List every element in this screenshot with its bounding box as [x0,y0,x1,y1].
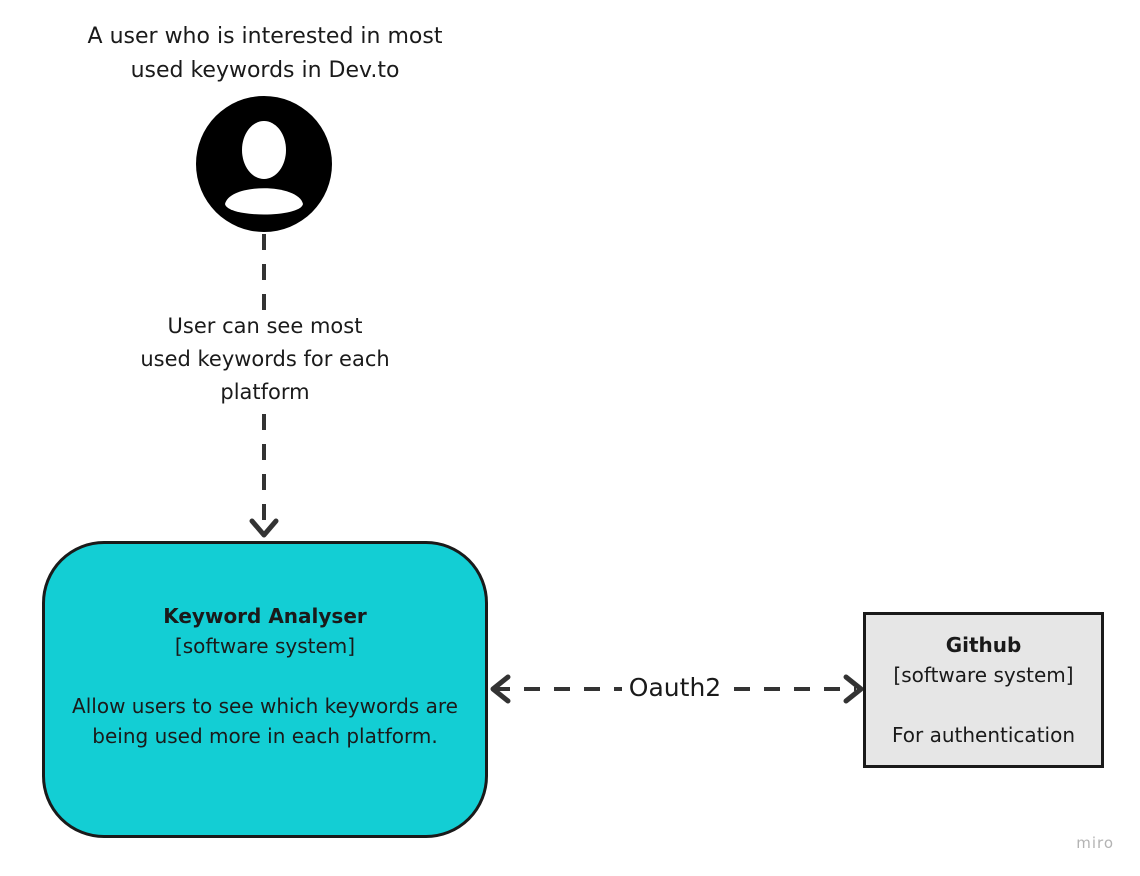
system-description: Allow users to see which keywords are be… [72,694,458,748]
person-description: A user who is interested in most used ke… [87,24,443,83]
system-type: [software system] [893,663,1074,687]
arrowhead-right [843,674,864,704]
arrowhead-down [249,518,279,538]
system-name: Keyword Analyser [163,604,367,628]
relationship-label-user: User can see most used keywords for each… [140,310,390,409]
system-name: Github [945,633,1022,657]
keyword-analyser-system[interactable]: Keyword Analyser [software system] Allow… [42,541,488,838]
person-icon [196,96,332,232]
arrowhead-left [490,674,511,704]
system-description: For authentication [892,723,1075,747]
miro-watermark: miro [1076,834,1114,852]
system-type: [software system] [174,634,356,658]
relationship-label-oauth2: Oauth2 [622,671,728,705]
github-system[interactable]: Github [software system] For authenticat… [863,612,1104,768]
